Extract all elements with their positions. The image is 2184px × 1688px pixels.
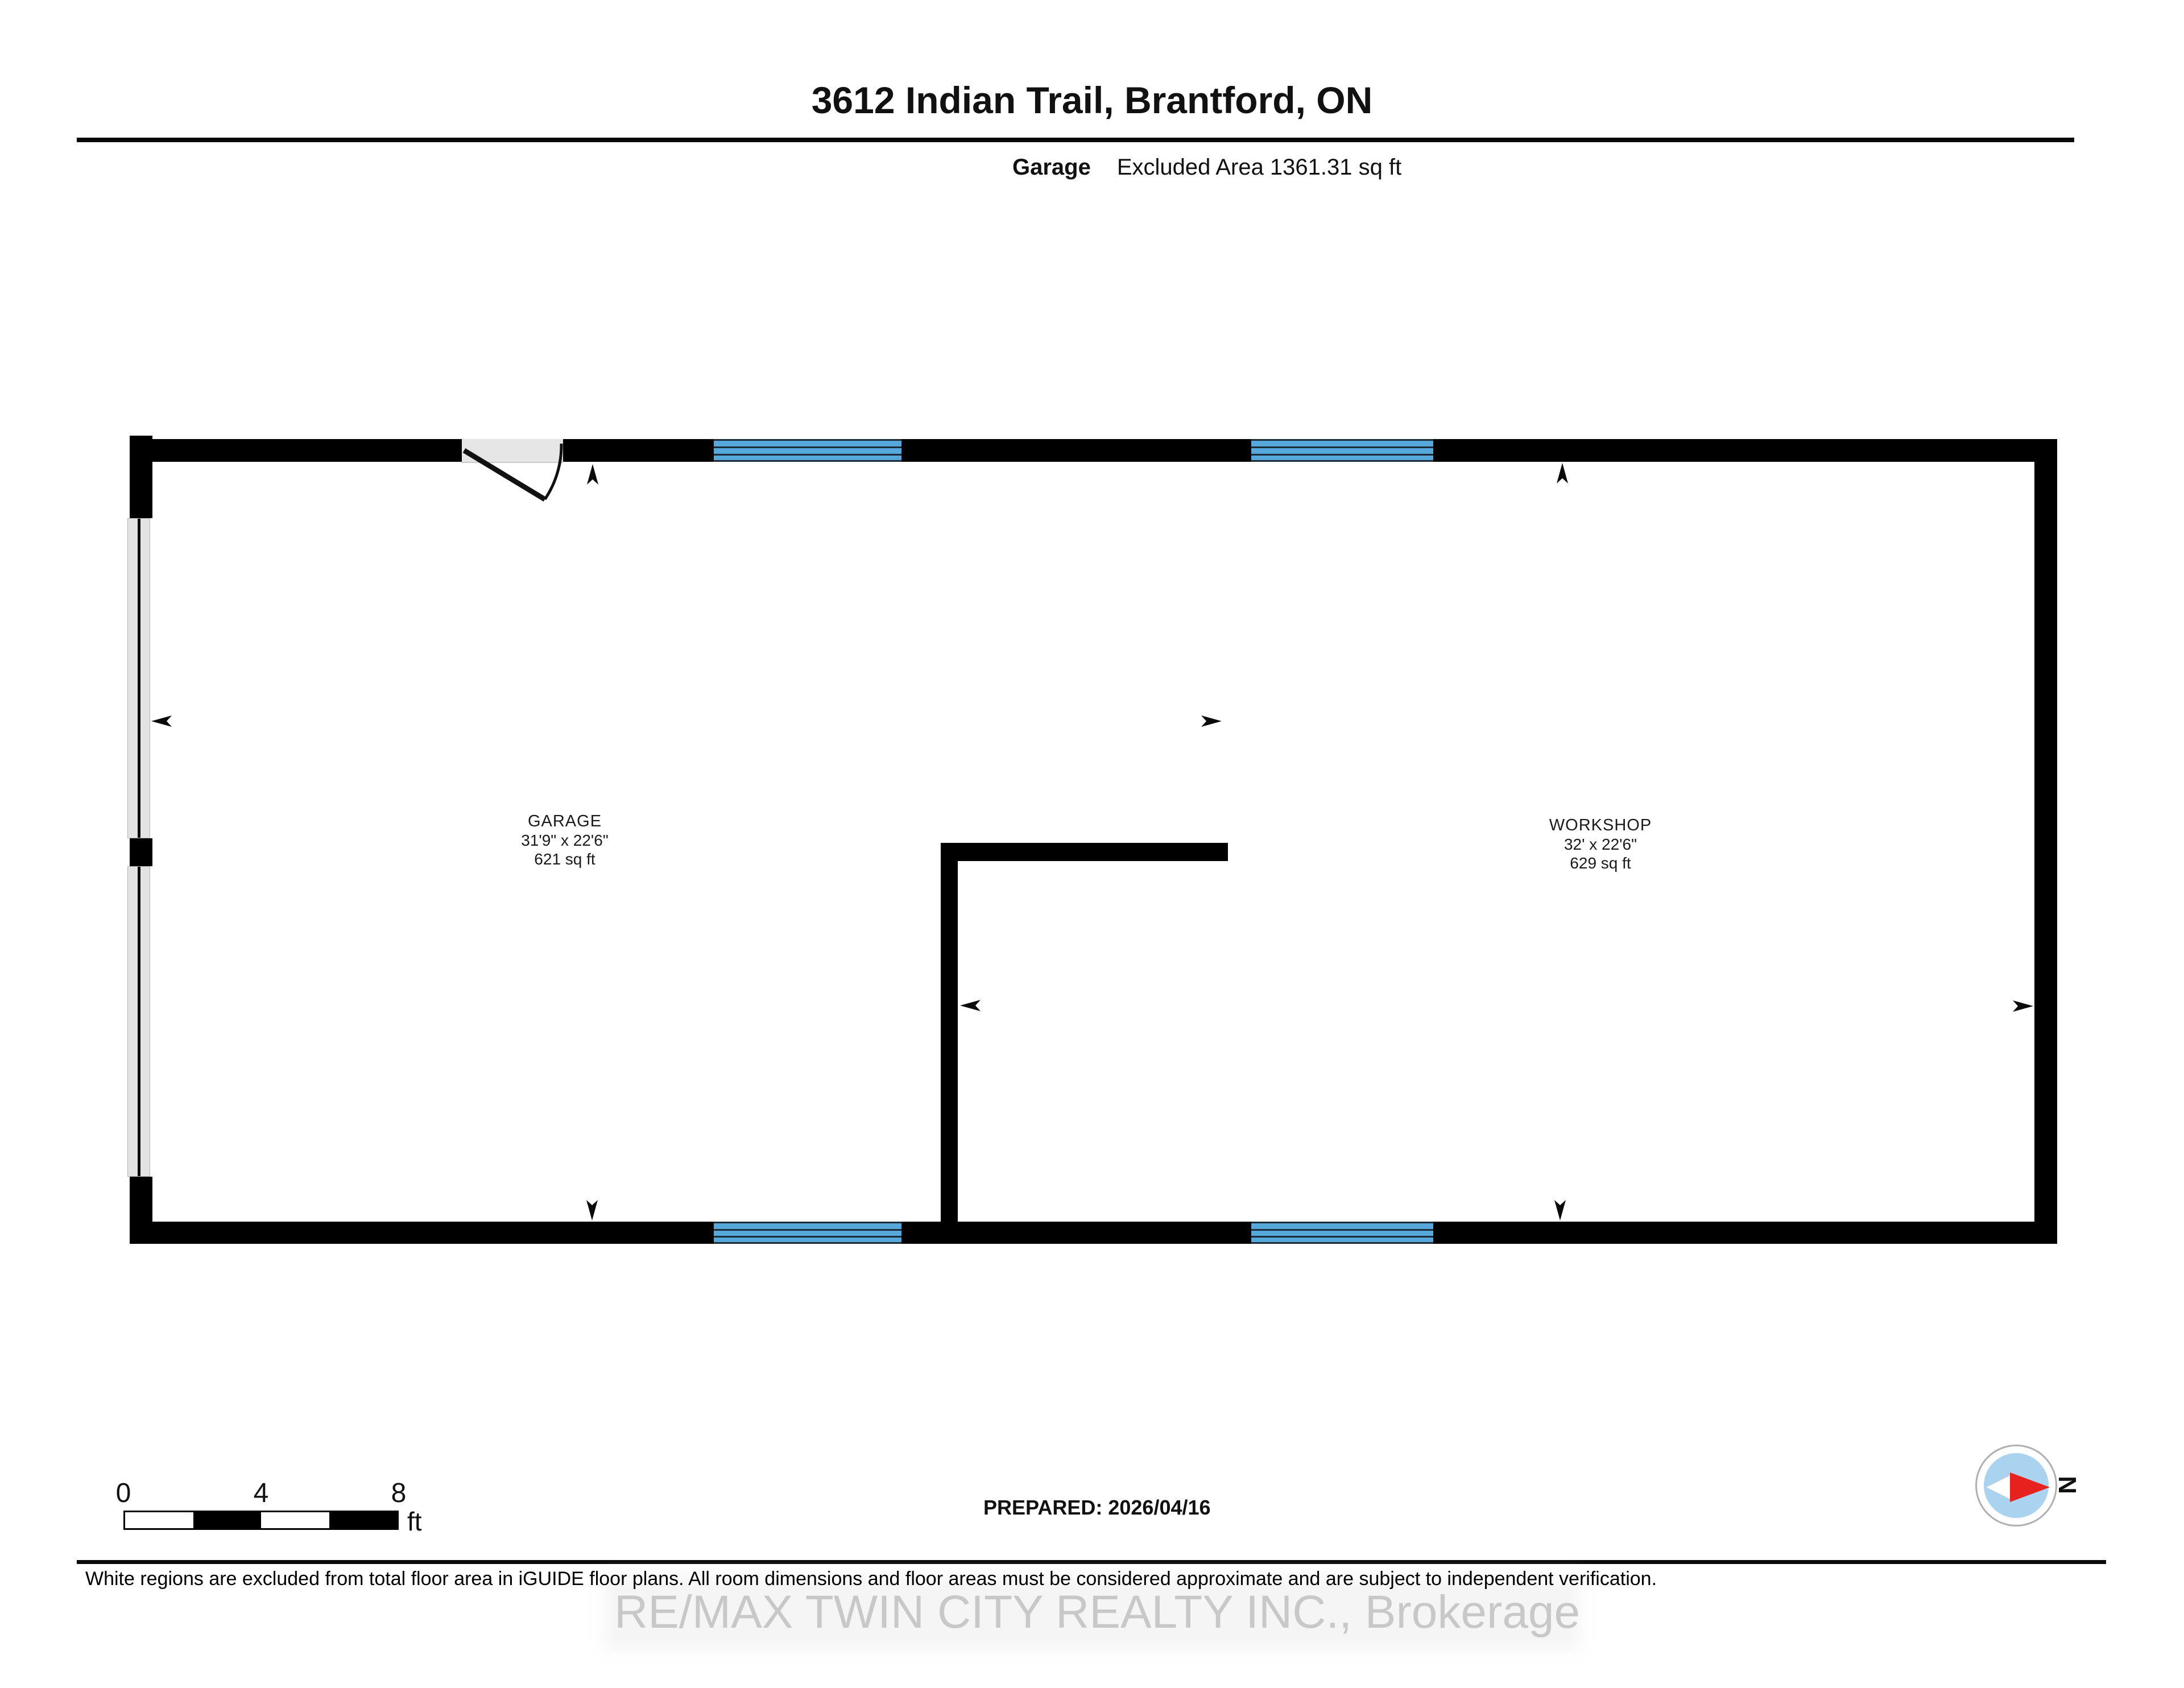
scale-unit: ft: [407, 1507, 422, 1536]
scale-bar: [123, 1511, 399, 1530]
direction-arrow-left: [960, 1000, 981, 1011]
wall-top: [1433, 439, 2057, 462]
brokerage-watermark: RE/MAX TWIN CITY REALTY INC., Brokerage: [614, 1586, 1581, 1639]
direction-arrow-up: [587, 464, 598, 485]
direction-arrow-down: [586, 1200, 598, 1221]
scale-segment: [193, 1512, 261, 1528]
prepared-date: PREPARED: 2026/04/16: [983, 1496, 1211, 1519]
window: [714, 1222, 901, 1244]
window-mullion: [714, 1236, 901, 1238]
window-mullion: [714, 446, 901, 448]
wall-top: [130, 439, 462, 462]
wall-bottom: [901, 1222, 1251, 1244]
window: [1251, 439, 1433, 462]
wall-left: [130, 838, 152, 866]
excluded-area-label: Excluded Area 1361.31 sq ft: [1116, 155, 1402, 180]
wall-right: [2034, 439, 2057, 1244]
title-divider: [77, 138, 2074, 142]
scale-label-8: 8: [391, 1478, 407, 1508]
scale-segment: [125, 1512, 193, 1528]
room-dimensions: 32' x 22'6": [1563, 835, 1637, 853]
disclaimer-text: White regions are excluded from total fl…: [85, 1568, 1657, 1590]
room-dimensions: 31'9" x 22'6": [521, 831, 609, 849]
direction-arrow-left: [151, 715, 172, 727]
wall-left: [130, 436, 152, 518]
garage-door: [127, 866, 150, 1177]
wall-top: [563, 439, 714, 462]
wall-bottom: [130, 1222, 714, 1244]
direction-arrow-up: [1557, 463, 1568, 483]
wall-top: [901, 439, 1251, 462]
wall-bottom: [1433, 1222, 2057, 1244]
room-label-workshop: WORKSHOP 32' x 22'6" 629 sq ft: [1470, 816, 1731, 872]
wall-partition-vertical: [941, 843, 958, 1244]
window: [1251, 1222, 1433, 1244]
direction-arrow-right: [1201, 715, 1222, 727]
direction-arrow-right: [2013, 1000, 2033, 1012]
window-mullion: [714, 1229, 901, 1231]
window-mullion: [1251, 454, 1433, 456]
floor-label: Garage: [1012, 155, 1091, 180]
garage-door-track: [138, 519, 140, 838]
window-mullion: [1251, 1229, 1433, 1231]
window-mullion: [1251, 1236, 1433, 1238]
scale-label-0: 0: [115, 1478, 131, 1508]
compass-north-label: N: [2053, 1476, 2081, 1494]
room-area: 621 sq ft: [534, 850, 595, 868]
page-title: 3612 Indian Trail, Brantford, ON: [811, 79, 1373, 121]
scale-segment: [261, 1512, 329, 1528]
compass-needle-icon: [1985, 1472, 2050, 1502]
room-name: WORKSHOP: [1549, 816, 1652, 834]
floor-subtitle: Garage Excluded Area 1361.31 sq ft: [1012, 155, 1401, 180]
garage-door-track: [138, 867, 140, 1176]
wall-partition-horizontal: [941, 843, 1228, 861]
room-name: GARAGE: [527, 812, 602, 830]
window-mullion: [1251, 446, 1433, 448]
room-area: 629 sq ft: [1570, 854, 1631, 872]
compass-icon: [1975, 1445, 2057, 1526]
window: [714, 439, 901, 462]
scale-label-4: 4: [253, 1478, 269, 1508]
footer-divider: [77, 1560, 2106, 1564]
door-opening: [462, 439, 563, 463]
wall-left: [130, 1177, 152, 1244]
compass-needle-north: [2010, 1472, 2050, 1502]
scale-segment: [329, 1512, 397, 1528]
direction-arrow-down: [1554, 1200, 1566, 1221]
compass-needle-south: [1985, 1474, 2012, 1500]
window-mullion: [714, 454, 901, 456]
garage-door: [127, 518, 150, 838]
room-label-garage: GARAGE 31'9" x 22'6" 621 sq ft: [434, 812, 696, 868]
